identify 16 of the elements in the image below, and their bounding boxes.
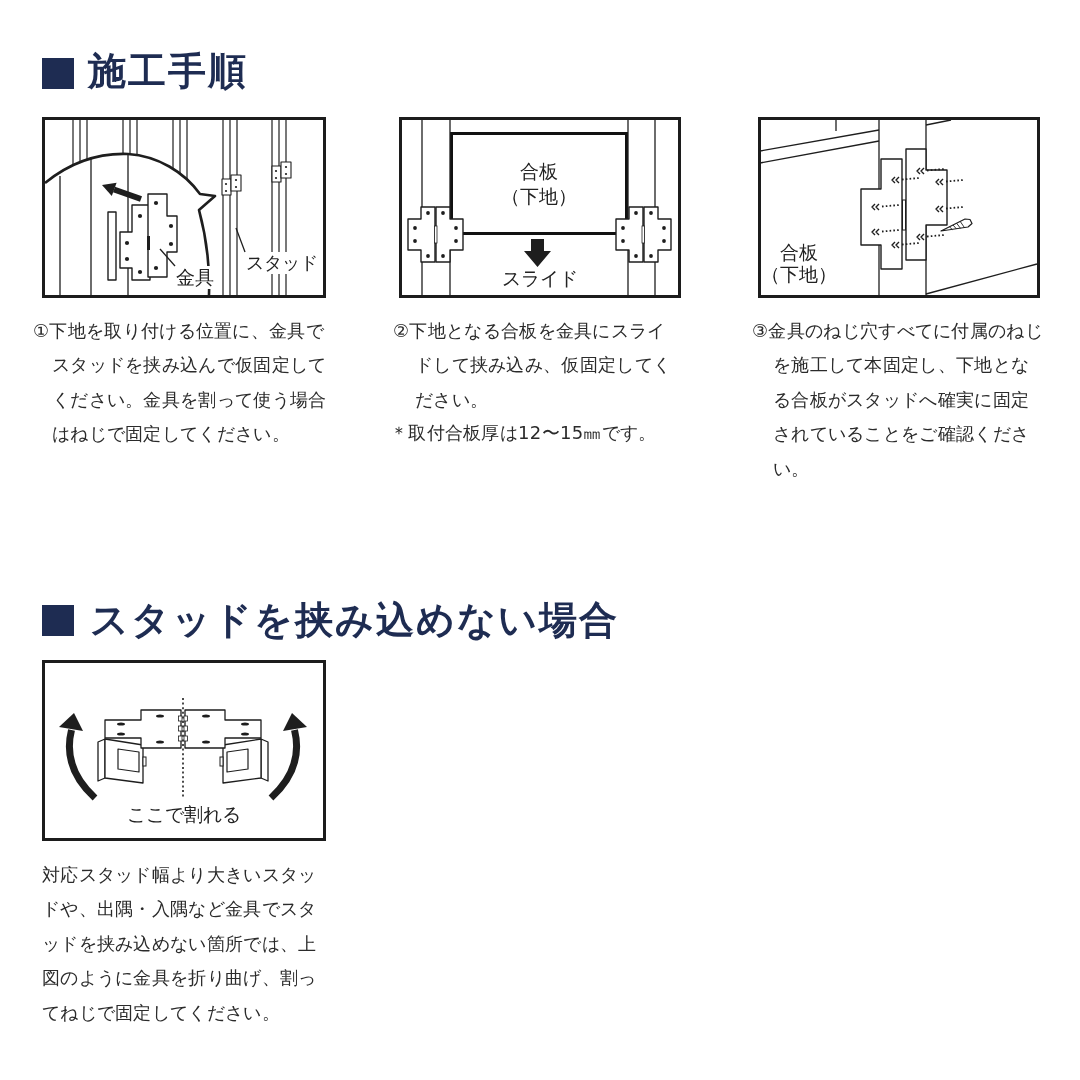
caption-text: ②下地となる合板を金具にスライドして挟み込み、仮固定してください。 — [393, 319, 673, 412]
illustration-label: ここで割れる — [127, 803, 241, 826]
caption-text: ①下地を取り付ける位置に、金具でスタッドを挟み込んで仮固定してください。金具を割って使う場合はねじで固定してください。 — [33, 319, 328, 447]
leader-line — [159, 248, 176, 267]
section-heading: スタッドを挟み込めない場合 — [90, 598, 619, 644]
illustration-panel — [42, 660, 326, 841]
section-heading: 施工手順 — [88, 49, 248, 95]
leader-line — [235, 227, 246, 253]
caption-text: 対応スタッド幅より大きいスタッドや、出隅・入隅など金具でスタッドを挟み込めない箇所では、上図のように金具を折り曲げ、割ってねじで固定してください。 — [42, 863, 318, 1025]
note-text: ＊取付合板厚は12〜15㎜です。 — [390, 421, 658, 445]
callout-label: 金具 — [175, 266, 215, 289]
plywood-board: 合板（下地） — [450, 132, 628, 235]
caption-text: ③金具のねじ穴すべてに付属のねじを施工して本固定し、下地となる合板がスタッドへ確実に固定されていることをご確認ください。 — [752, 319, 1044, 481]
callout-label: スタッド — [245, 252, 319, 274]
illustration-label: 合板（下地） — [760, 242, 838, 286]
illustration-label: スライド — [502, 267, 578, 290]
